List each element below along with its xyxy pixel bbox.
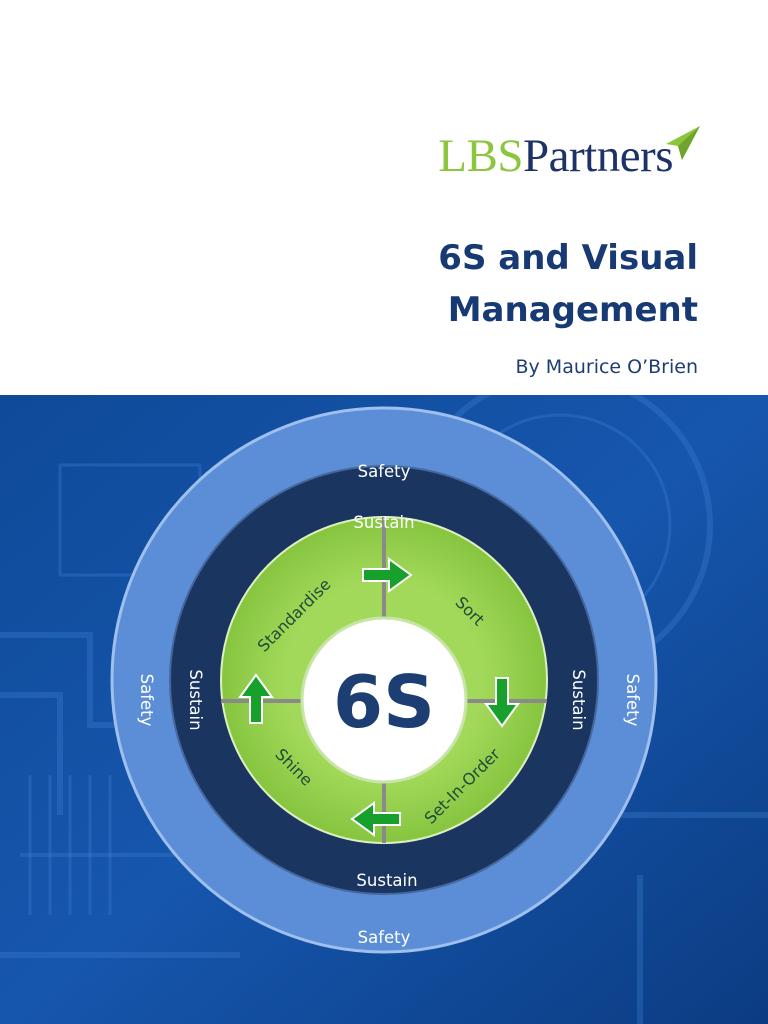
logo-suffix: Partners: [522, 130, 674, 182]
safety-label-bottom: Safety: [358, 928, 411, 947]
arrow-down-icon: [484, 677, 520, 728]
center-label: 6S: [333, 660, 435, 744]
title-line-1: 6S and Visual: [438, 238, 698, 278]
sustain-label-bottom: Sustain: [356, 871, 417, 890]
arrow-left-icon: [350, 801, 401, 837]
safety-label-top: Safety: [358, 462, 411, 481]
sustain-label-left: Sustain: [186, 669, 205, 730]
cover-diagram-area: 6S Safety Safety Safety Safety Sustain S…: [0, 395, 768, 1024]
arrow-right-icon: [362, 557, 413, 593]
logo-prefix: LBS: [438, 130, 523, 182]
safety-label-right: Safety: [623, 674, 642, 727]
sustain-label-top: Sustain: [353, 513, 414, 532]
center-circle: [300, 616, 468, 784]
six-s-diagram: 6S Safety Safety Safety Safety Sustain S…: [0, 395, 768, 1024]
document-title: 6S and Visual Management: [198, 232, 698, 336]
title-line-2: Management: [447, 290, 698, 330]
safety-label-left: Safety: [137, 674, 156, 727]
arrow-up-icon: [238, 673, 274, 724]
sustain-label-right: Sustain: [569, 669, 588, 730]
paper-plane-icon: [666, 126, 700, 160]
author-byline: By Maurice O’Brien: [515, 356, 698, 378]
